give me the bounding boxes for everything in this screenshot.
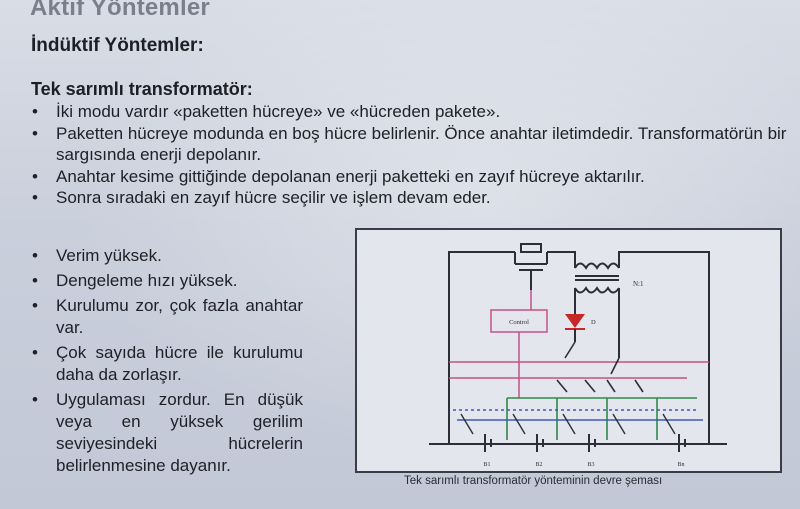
evaluation-item: Verim yüksek.	[31, 245, 303, 267]
selection-switches	[556, 341, 644, 393]
description-item: İki modu vardır «paketten hücreye» ve «h…	[31, 101, 791, 123]
pink-bus	[449, 361, 709, 379]
winding-label: N:1	[633, 280, 644, 288]
blue-bus	[453, 409, 703, 421]
evaluation-item: Dengeleme hızı yüksek.	[31, 270, 303, 292]
main-loop-wires	[429, 251, 727, 445]
control-label: Control	[509, 319, 529, 326]
cell-label: Bn	[677, 462, 684, 468]
slide-subtitle: İndüktif Yöntemler:	[31, 35, 204, 56]
evaluation-item: Çok sayıda hücre ile kurulumu daha da zo…	[31, 342, 303, 386]
section-heading: Tek sarımlı transformatör:	[31, 79, 253, 99]
description-item: Paketten hücreye modunda en boş hücre be…	[31, 123, 791, 166]
cell-label: B3	[587, 462, 594, 468]
evaluation-item: Uygulaması zordur. En düşük veya en yüks…	[31, 389, 303, 477]
evaluation-item: Kurulumu zor, çok fazla anahtar var.	[31, 295, 303, 339]
slide-title: Aktif Yöntemler	[30, 0, 210, 21]
description-item: Sonra sıradaki en zayıf hücre seçilir ve…	[31, 187, 791, 209]
transformer	[574, 262, 620, 358]
description-item: Anahtar kesime gittiğinde depolanan ener…	[31, 166, 791, 188]
circuit-figure: N:1 Control D	[355, 228, 782, 473]
green-bus	[506, 397, 697, 440]
figure-caption: Tek sarımlı transformatör yönteminin dev…	[404, 475, 663, 487]
cell-label: B1	[483, 462, 490, 468]
description-list: İki modu vardır «paketten hücreye» ve «h…	[31, 101, 791, 209]
cell-switches	[460, 413, 676, 435]
diode	[565, 310, 585, 342]
evaluation-list: Verim yüksek. Dengeleme hızı yüksek. Kur…	[31, 245, 303, 480]
circuit-diagram: N:1 Control D	[429, 243, 727, 468]
battery-cells	[484, 434, 686, 452]
mosfet-switch	[514, 243, 548, 290]
diode-label: D	[591, 319, 596, 326]
cell-label: B2	[535, 462, 542, 468]
